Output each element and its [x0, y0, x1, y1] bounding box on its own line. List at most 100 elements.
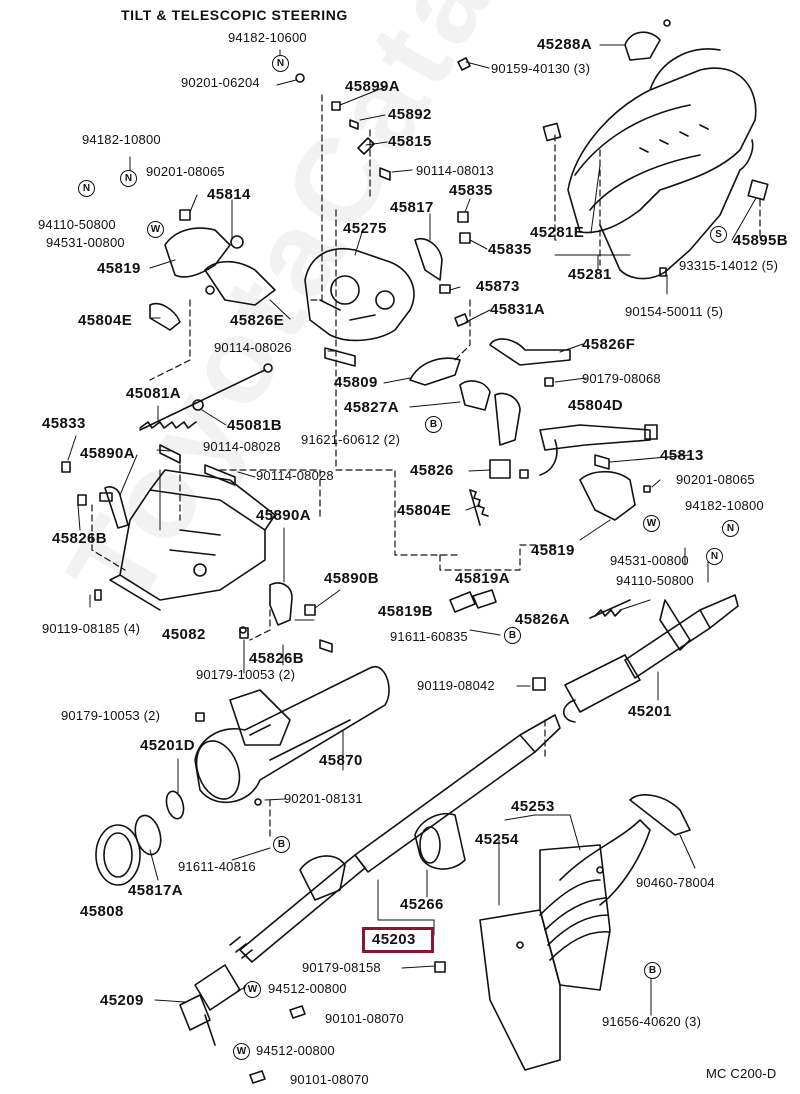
part-45281: 45281 — [568, 266, 612, 283]
part-45826: 45826 — [410, 462, 454, 479]
part-45275: 45275 — [343, 220, 387, 237]
part-45826f: 45826F — [582, 336, 636, 353]
badge-b: B — [504, 627, 521, 644]
part-45203-highlighted[interactable]: 45203 — [372, 931, 416, 948]
badge-w: W — [147, 221, 164, 238]
part-90114-08028-a: 90114-08028 — [203, 439, 281, 454]
part-90201-08131: 90201-08131 — [284, 791, 363, 806]
part-90201-08065-a: 90201-08065 — [146, 164, 225, 179]
part-94512-00800-a: 94512-00800 — [268, 981, 347, 996]
part-45899a: 45899A — [345, 78, 400, 95]
part-45826a: 45826A — [515, 611, 570, 628]
badge-b: B — [425, 416, 442, 433]
badge-n: N — [272, 55, 289, 72]
part-90101-08070-a: 90101-08070 — [325, 1011, 404, 1026]
badge-w: W — [233, 1043, 250, 1060]
part-90201-08065-b: 90201-08065 — [676, 472, 755, 487]
part-45804e-a: 45804E — [78, 312, 133, 329]
part-93315-14012: 93315-14012 (5) — [679, 258, 779, 273]
part-45809: 45809 — [334, 374, 378, 391]
intermediate-shaft-45203 — [229, 714, 561, 963]
part-45835-b: 45835 — [488, 241, 532, 258]
part-45892: 45892 — [388, 106, 432, 123]
part-45254: 45254 — [475, 831, 519, 848]
badge-s: S — [710, 226, 727, 243]
badge-b: B — [273, 836, 290, 853]
badge-w: W — [643, 515, 660, 532]
part-45890a-b: 45890A — [256, 507, 311, 524]
part-45815: 45815 — [388, 133, 432, 150]
part-45288a: 45288A — [537, 36, 592, 53]
part-90101-08070-b: 90101-08070 — [290, 1072, 369, 1087]
part-45819a: 45819A — [455, 570, 510, 587]
u-joint-45209 — [179, 961, 446, 1084]
part-90114-08028-b: 90114-08028 — [256, 468, 334, 483]
leader-lines — [67, 44, 757, 1053]
badge-n: N — [120, 170, 137, 187]
part-45890b: 45890B — [324, 570, 379, 587]
part-45870: 45870 — [319, 752, 363, 769]
part-91611-60835: 91611-60835 — [390, 629, 468, 644]
part-45895b: 45895B — [733, 232, 788, 249]
badge-n: N — [722, 520, 739, 537]
part-45804d: 45804D — [568, 397, 623, 414]
highlight-box — [362, 927, 434, 953]
part-91656-40620: 91656-40620 (3) — [602, 1014, 702, 1029]
tilt-lever-45814 — [149, 73, 305, 331]
part-45814: 45814 — [207, 186, 251, 203]
column-cover-45281 — [457, 19, 769, 280]
part-94512-00800-b: 94512-00800 — [256, 1043, 335, 1058]
assembly-dashed-lines — [91, 94, 761, 841]
part-45831a: 45831A — [490, 301, 545, 318]
part-94182-10800-b: 94182-10800 — [685, 498, 764, 513]
part-94182-10800-a: 94182-10800 — [82, 132, 161, 147]
tilt-mechanism-45275 — [304, 101, 471, 386]
part-94182-10600: 94182-10600 — [228, 30, 307, 45]
part-45826b-b: 45826B — [249, 650, 304, 667]
badge-b: B — [644, 962, 661, 979]
part-45835-a: 45835 — [449, 182, 493, 199]
part-91611-40816: 91611-40816 — [178, 859, 256, 874]
part-45826b-a: 45826B — [52, 530, 107, 547]
part-90159-40130: 90159-40130 (3) — [491, 61, 591, 76]
part-45081b: 45081B — [227, 417, 282, 434]
part-45266: 45266 — [400, 896, 444, 913]
part-94110-50800-b: 94110-50800 — [616, 573, 694, 588]
main-shaft-45201 — [532, 594, 739, 723]
part-90114-08026: 90114-08026 — [214, 340, 292, 355]
diagram-title: TILT & TELESCOPIC STEERING — [121, 7, 348, 23]
part-45827a: 45827A — [344, 399, 399, 416]
part-45817a: 45817A — [128, 882, 183, 899]
part-90179-08068: 90179-08068 — [582, 371, 661, 386]
diagram-code: MC C200-D — [706, 1066, 777, 1081]
part-90119-08042: 90119-08042 — [417, 678, 495, 693]
part-90460-78004: 90460-78004 — [636, 875, 715, 890]
part-45819-a: 45819 — [97, 260, 141, 277]
part-45804e-b: 45804E — [397, 502, 452, 519]
pins-45819 — [449, 589, 631, 619]
part-45201d: 45201D — [140, 737, 195, 754]
badge-w: W — [244, 981, 261, 998]
lever-45890a — [104, 486, 333, 653]
part-45253: 45253 — [511, 798, 555, 815]
part-45819-b: 45819 — [531, 542, 575, 559]
part-45826e: 45826E — [230, 312, 285, 329]
part-45833: 45833 — [42, 415, 86, 432]
boot-45253 — [479, 794, 691, 1071]
part-94531-00800-a: 94531-00800 — [46, 235, 125, 250]
collar-45266 — [414, 813, 466, 870]
part-45082: 45082 — [162, 626, 206, 643]
part-45209: 45209 — [100, 992, 144, 1009]
part-90179-10053-a: 90179-10053 (2) — [196, 667, 296, 682]
part-45201: 45201 — [628, 703, 672, 720]
part-45890a-a: 45890A — [80, 445, 135, 462]
part-90114-08013: 90114-08013 — [416, 163, 494, 178]
part-45873: 45873 — [476, 278, 520, 295]
part-45813: 45813 — [660, 447, 704, 464]
part-90179-10053-b: 90179-10053 (2) — [61, 708, 161, 723]
column-tube-45870 — [194, 626, 390, 806]
release-lever-45804d — [459, 338, 658, 526]
badge-n: N — [78, 180, 95, 197]
part-90201-06204: 90201-06204 — [181, 75, 260, 90]
